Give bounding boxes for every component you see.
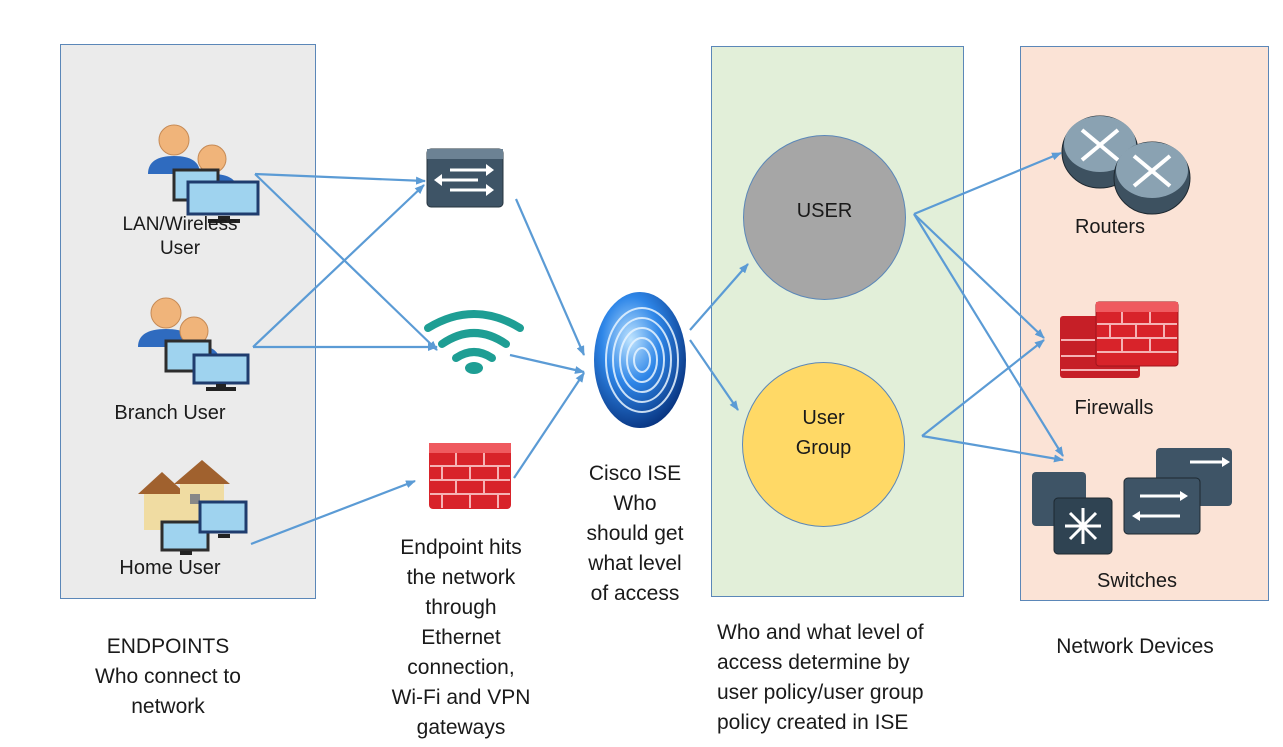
access-caption-line-1: Endpoint hits (400, 536, 522, 559)
arrow-ise-to-user (689, 263, 749, 331)
arrow-firewall-to-ise (513, 372, 585, 479)
firewalls-label: Firewalls (1074, 397, 1154, 419)
ise-caption-line-4: what level (588, 552, 682, 575)
arrow-user-to-routers (913, 151, 1062, 216)
ise-caption-line-5: of access (590, 582, 680, 605)
home-user-label: Home User (119, 557, 221, 579)
lan-user-icon (148, 124, 260, 223)
arrow-ise-to-group (689, 339, 739, 411)
user-group-line-1: User (802, 407, 845, 429)
policy-caption-line-4: policy created in ISE (717, 711, 909, 734)
user-circle-label: USER (796, 200, 853, 222)
policy-caption-line-2: access determine by (717, 651, 910, 674)
fingerprint-icon (594, 292, 686, 428)
user-circle (743, 135, 906, 300)
endpoints-caption: ENDPOINTS Who connect to network (58, 632, 278, 722)
wifi-icon (424, 310, 524, 374)
arrow-user-to-firewalls (913, 213, 1045, 339)
firewalls-icon (1060, 301, 1179, 378)
arrow-lan-to-wifi (254, 173, 438, 351)
switches-label: Switches (1096, 570, 1178, 592)
endpoints-caption-line-1: ENDPOINTS (106, 635, 230, 658)
ise-caption: Cisco ISE Who should get what level of a… (560, 459, 710, 609)
lan-user-line-2: User (159, 238, 201, 259)
endpoints-caption-line-2: Who connect to (95, 665, 241, 688)
endpoints-caption-line-3: network (131, 695, 205, 718)
arrow-group-to-firewalls (921, 339, 1045, 437)
access-caption-line-7: gateways (416, 716, 506, 739)
access-caption-line-5: connection, (407, 656, 515, 679)
user-group-circle (742, 362, 905, 527)
home-user-icon (138, 460, 248, 555)
branch-user-icon (138, 297, 250, 391)
arrow-lan-to-switch (254, 172, 426, 185)
access-caption: Endpoint hits the network through Ethern… (371, 533, 551, 743)
user-group-line-2: Group (795, 437, 852, 459)
ise-caption-line-3: should get (586, 522, 684, 545)
arrow-switch-to-ise (514, 198, 586, 356)
lan-user-line-1: LAN/Wireless (122, 214, 238, 235)
vpn-firewall-icon (429, 443, 511, 509)
arrow-home-to-firewall (250, 479, 416, 546)
access-caption-line-2: the network (406, 566, 516, 589)
network-devices-caption: Network Devices (1056, 635, 1214, 658)
access-caption-line-3: through (425, 596, 497, 619)
switch-icon (426, 148, 504, 208)
policy-caption-line-1: Who and what level of (717, 621, 924, 644)
ise-caption-line-1: Cisco ISE (588, 462, 682, 485)
ise-caption-line-2: Who (613, 492, 657, 515)
routers-label: Routers (1074, 216, 1146, 238)
switches-icon (1032, 448, 1232, 555)
routers-icon (1061, 115, 1191, 215)
access-caption-line-6: Wi-Fi and VPN (391, 686, 531, 709)
policy-caption: Who and what level of access determine b… (717, 618, 957, 738)
policy-caption-line-3: user policy/user group (717, 681, 924, 704)
lan-wireless-user-label: LAN/Wireless User (110, 211, 250, 262)
arrow-user-to-switches (913, 213, 1064, 457)
access-caption-line-4: Ethernet (421, 626, 501, 649)
arrow-wifi-to-ise (509, 353, 585, 374)
arrow-group-to-switches (921, 434, 1064, 463)
branch-user-label: Branch User (114, 402, 226, 424)
user-group-circle-label: User Group (742, 403, 905, 463)
arrow-branch-to-switch (252, 184, 425, 348)
